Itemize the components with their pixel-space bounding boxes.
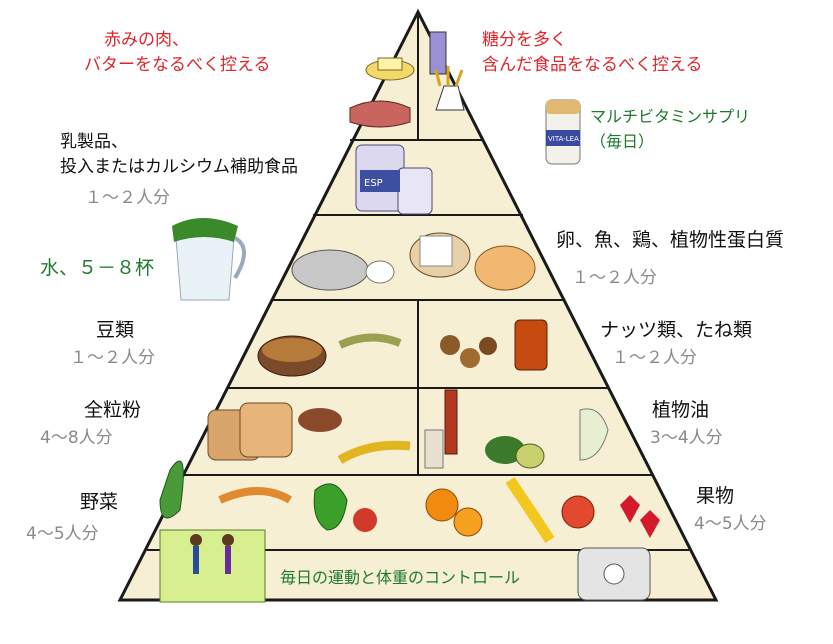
vegetables-serving: 4～5人分 xyxy=(26,524,99,544)
can-label: ESP xyxy=(364,178,383,189)
beans-serving: １～２人分 xyxy=(70,348,155,368)
oil-label: 植物油 xyxy=(652,399,710,421)
grains-serving: 4～8人分 xyxy=(40,428,113,448)
water-label: 水、５－８杯 xyxy=(40,257,155,279)
grains-label: 全粒粉 xyxy=(84,399,142,421)
protein-label: 卵、魚、鶏、植物性蛋白質 xyxy=(556,229,785,251)
butter-meat-icon xyxy=(349,57,415,128)
protein-serving: １～２人分 xyxy=(572,268,657,288)
beans-label: 豆類 xyxy=(96,319,135,341)
multivitamin-line2: （毎日） xyxy=(590,132,655,151)
dairy-line1: 乳製品、 xyxy=(60,132,128,152)
multivitamin-line1: マルチビタミンサプリ xyxy=(590,107,751,126)
vegetables-label: 野菜 xyxy=(80,491,119,513)
dairy-serving: １～２人分 xyxy=(85,188,170,208)
sugar-line2: 含んだ食品をなるべく控える xyxy=(482,55,703,75)
exercise-walkers-icon xyxy=(159,529,266,603)
red-meat-butter-line1: 赤みの肉、 xyxy=(104,30,189,50)
sugar-line1: 糖分を多く xyxy=(482,30,567,50)
vegetables-fruit-icon xyxy=(159,460,660,544)
bottle-label: VITA-LEA xyxy=(548,135,579,143)
nuts-label: ナッツ類、たね類 xyxy=(600,319,753,341)
dairy-line2: 投入またはカルシウム補助食品 xyxy=(60,157,298,177)
red-meat-butter-line2: バターをなるべく控える xyxy=(84,55,271,75)
fruit-serving: 4～5人分 xyxy=(694,514,767,534)
nuts-serving: １～２人分 xyxy=(612,348,697,368)
exercise-weight-control-label: 毎日の運動と体重のコントロール xyxy=(280,568,521,587)
multivitamin-bottle-icon: VITA-LEA xyxy=(545,99,581,165)
candy-fries-icon xyxy=(429,31,465,111)
grains-oil-icon xyxy=(207,389,609,469)
oil-serving: 3～4人分 xyxy=(650,428,723,448)
bathroom-scale-icon xyxy=(577,547,651,601)
water-pitcher-icon xyxy=(172,218,246,301)
dairy-supplement-cans-icon: ESP xyxy=(355,144,433,215)
beans-nuts-icon xyxy=(257,319,548,377)
protein-foods-icon xyxy=(291,232,536,291)
fruit-label: 果物 xyxy=(696,485,735,507)
